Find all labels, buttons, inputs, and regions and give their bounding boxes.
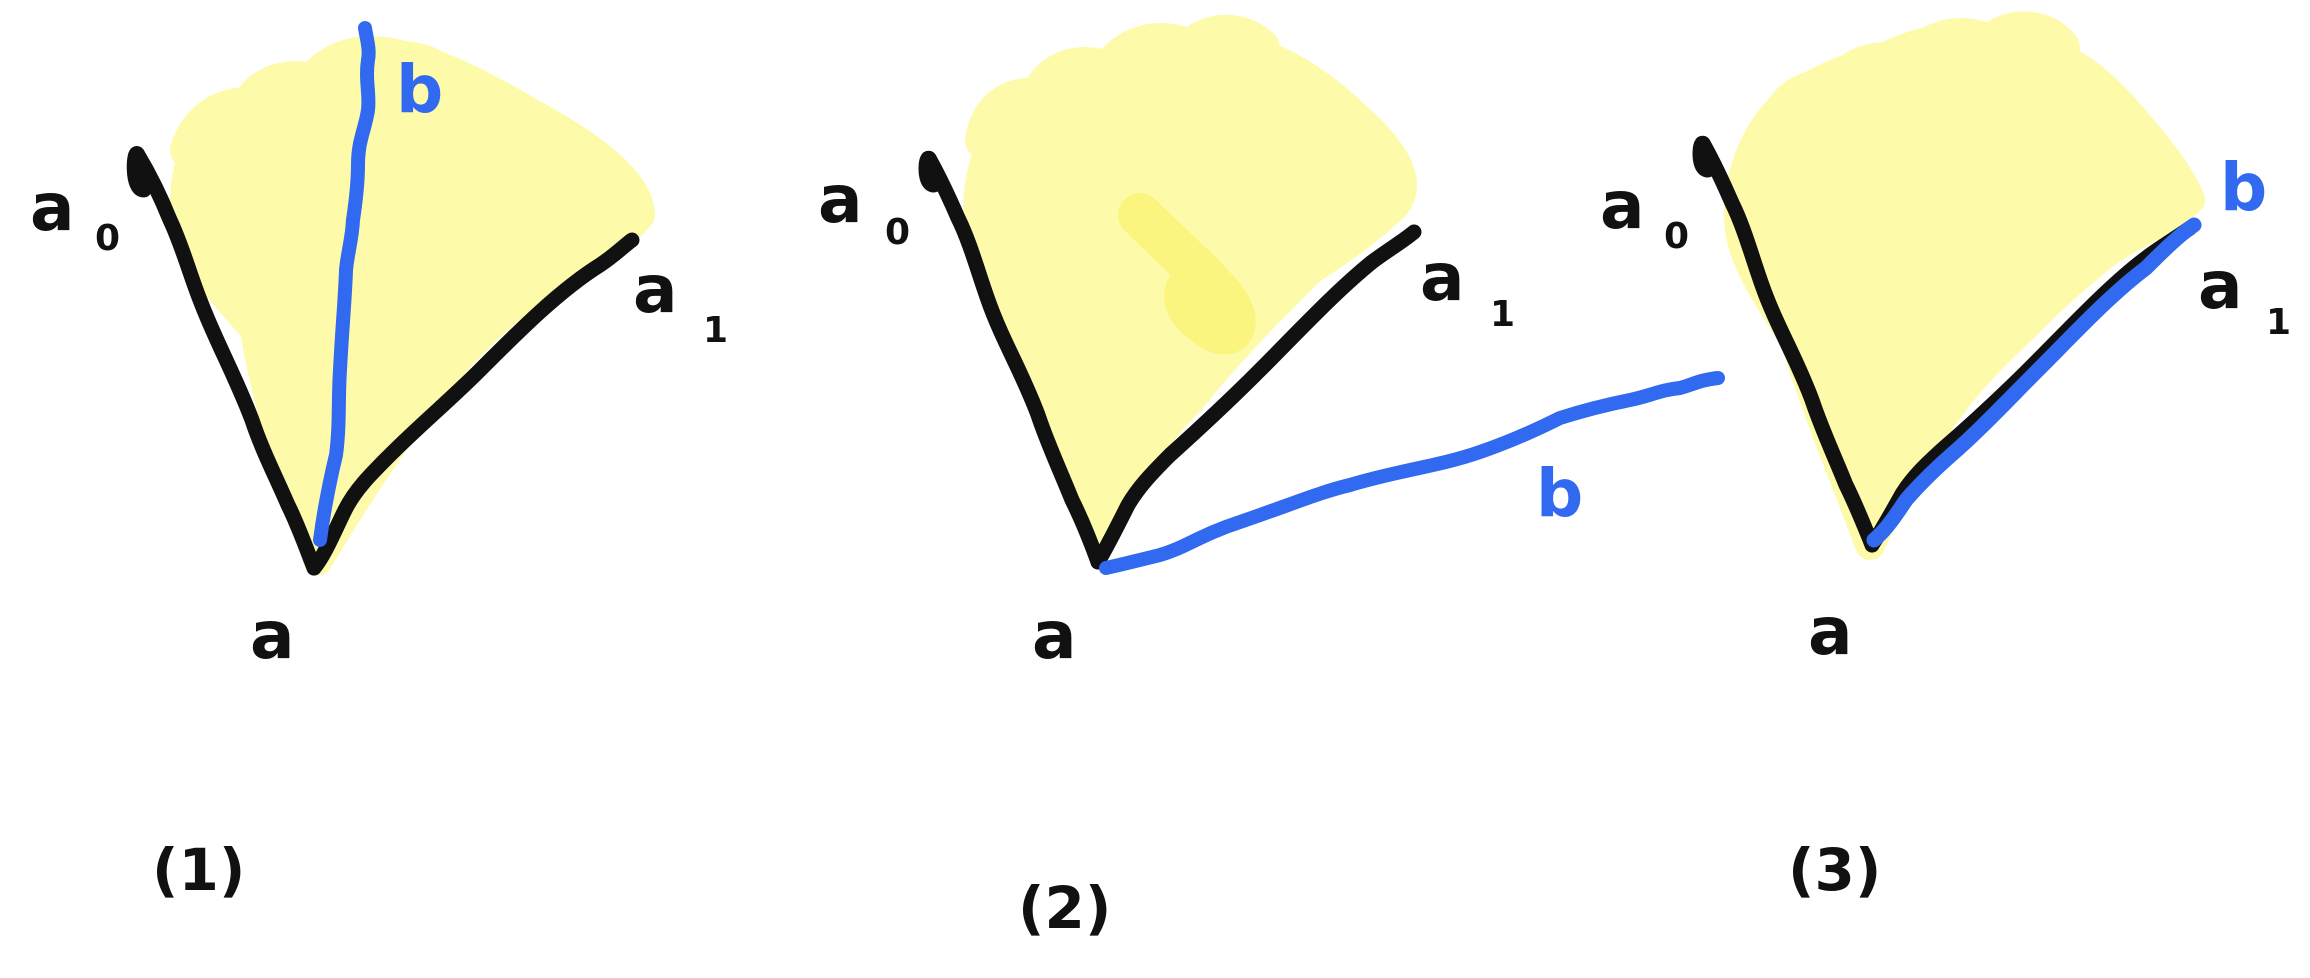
panel-2-label-vertex: a xyxy=(1032,597,1077,674)
panel-1-label-vertex: a xyxy=(250,597,295,674)
panel-2-ray-a0 xyxy=(918,150,1106,570)
panel-2: a 0 a 1 a b (2) xyxy=(818,14,1725,942)
panel-1-label-b: b xyxy=(396,51,443,128)
panel-1-label-a1: a xyxy=(633,251,678,328)
panel-3-label-a1: a xyxy=(2198,247,2243,324)
panel-3-label-a1-sub: 1 xyxy=(2266,302,2291,343)
panel-3-caption: (3) xyxy=(1788,836,1881,904)
panel-2-ray-a1 xyxy=(1090,224,1422,570)
panel-3-label-a0: a xyxy=(1600,167,1645,244)
panel-2-label-a1-sub: 1 xyxy=(1490,294,1515,335)
panel-2-cone-darker xyxy=(1118,193,1256,355)
panel-3: a 0 a 1 a b (3) xyxy=(1600,11,2291,904)
panel-2-caption: (2) xyxy=(1018,874,1111,942)
panel-3-ray-a0 xyxy=(1692,135,1880,553)
panel-3-ray-b xyxy=(1866,217,2202,548)
panel-2-label-a0-sub: 0 xyxy=(885,212,910,253)
panel-1-label-a0-sub: 0 xyxy=(95,218,120,259)
panel-1-label-a1-sub: 1 xyxy=(703,310,728,351)
panel-3-label-vertex: a xyxy=(1808,593,1853,670)
panel-2-label-a0: a xyxy=(818,161,863,238)
panel-1-label-a0: a xyxy=(30,169,75,246)
panel-3-label-a0-sub: 0 xyxy=(1664,216,1689,257)
panel-2-ray-b xyxy=(1099,371,1725,575)
panel-3-label-b: b xyxy=(2220,149,2267,226)
panel-1-cone-scallop xyxy=(170,41,460,170)
panel-2-label-b: b xyxy=(1536,455,1583,532)
panel-2-label-a1: a xyxy=(1420,239,1465,316)
panel-2-cone-scallop xyxy=(965,14,1280,160)
panel-1: a 0 a 1 a b (1) xyxy=(30,21,728,904)
panel-1-ray-a0 xyxy=(126,146,322,576)
panel-1-caption: (1) xyxy=(152,836,245,904)
panel-1-ray-a1 xyxy=(306,232,640,576)
panel-3-cone-scallop xyxy=(1760,11,2080,140)
panel-1-ray-b xyxy=(313,21,376,547)
